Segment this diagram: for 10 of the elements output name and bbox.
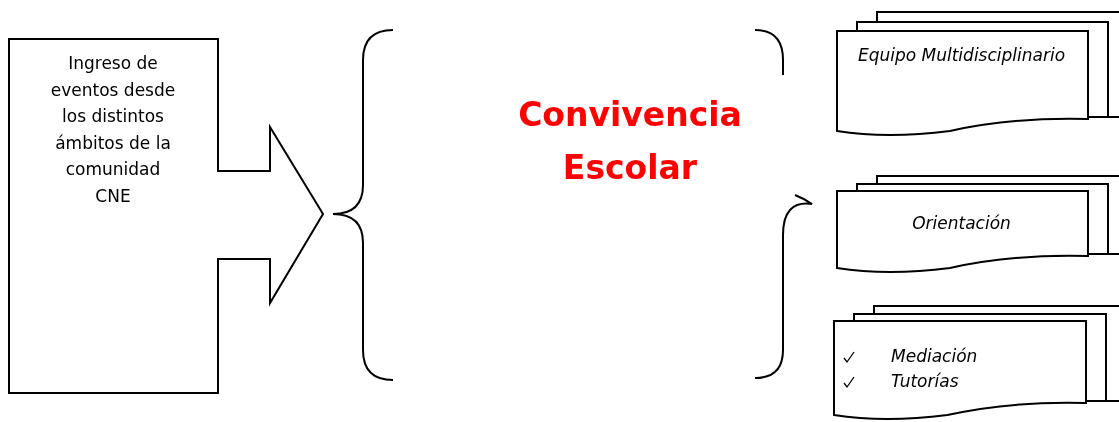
list-item-text: Mediación	[891, 345, 978, 368]
document-stack-shape	[836, 175, 1119, 275]
document-stack-shape	[833, 305, 1119, 422]
node-text: Equipo Multidisciplinario	[856, 44, 1067, 67]
arrow-callout-shape	[8, 38, 324, 394]
node-text: Orientación	[911, 212, 1012, 235]
document-stack-shape	[836, 11, 1119, 138]
node-text: Ingreso de eventos desde los distintos ámbitos de la comunidad CNE	[49, 52, 177, 208]
heading-text: Convivencia Escolar	[517, 94, 743, 189]
list-item-text: Tutorías	[891, 370, 959, 393]
